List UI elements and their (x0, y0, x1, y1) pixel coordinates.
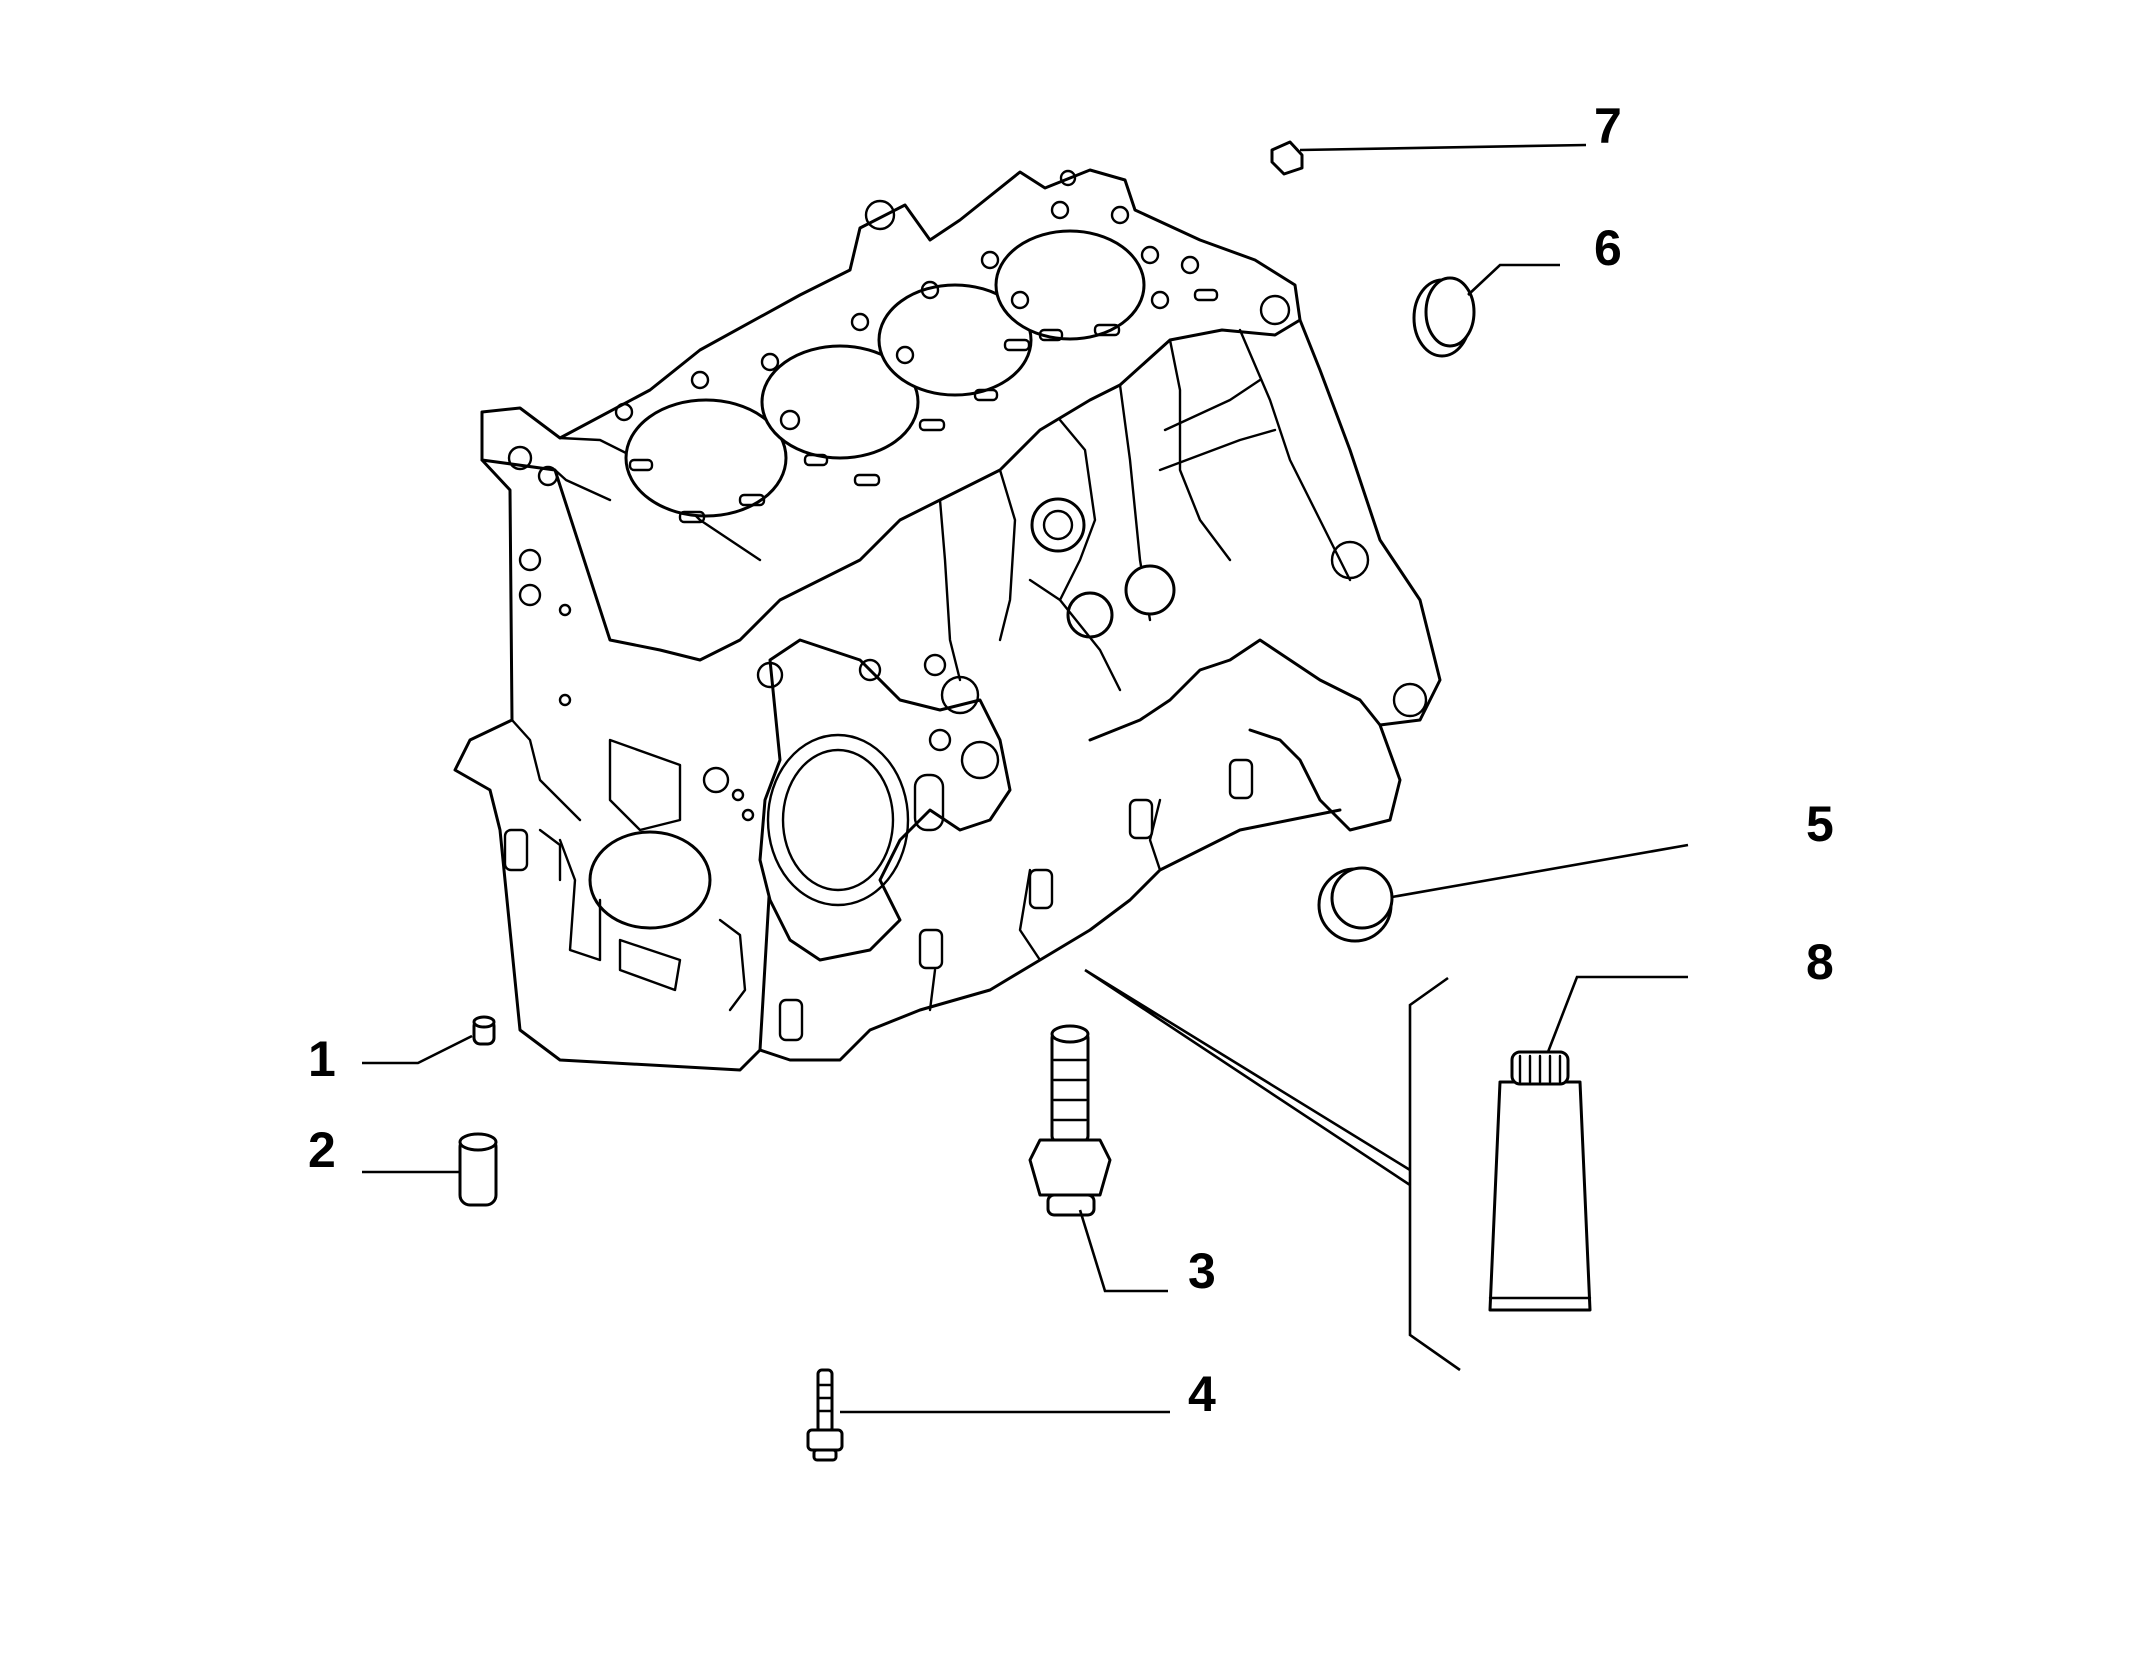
dowel-pin-small (472, 1015, 496, 1046)
callout-3: 3 (1188, 1243, 1216, 1299)
callout-7: 7 (1594, 98, 1622, 154)
callout-1: 1 (308, 1031, 336, 1087)
leader-lines (362, 143, 1689, 1414)
sealant-tube (1488, 1050, 1592, 1312)
callout-8: 8 (1806, 934, 1834, 990)
threaded-plug-small (1270, 140, 1304, 176)
group-bracket (1084, 968, 1461, 1372)
main-bearing-bolt (1028, 1024, 1112, 1217)
small-bolt (806, 1368, 844, 1462)
core-plug (1412, 276, 1476, 358)
callout-6: 6 (1594, 220, 1622, 276)
callout-labels: 1 2 3 4 5 6 7 8 (308, 98, 1834, 1422)
callout-2: 2 (308, 1122, 336, 1178)
sleeve-bushing (458, 1132, 498, 1207)
callout-4: 4 (1188, 1366, 1216, 1422)
engine-block (453, 168, 1442, 1072)
core-plug-large (1317, 866, 1394, 943)
callout-5: 5 (1806, 796, 1834, 852)
